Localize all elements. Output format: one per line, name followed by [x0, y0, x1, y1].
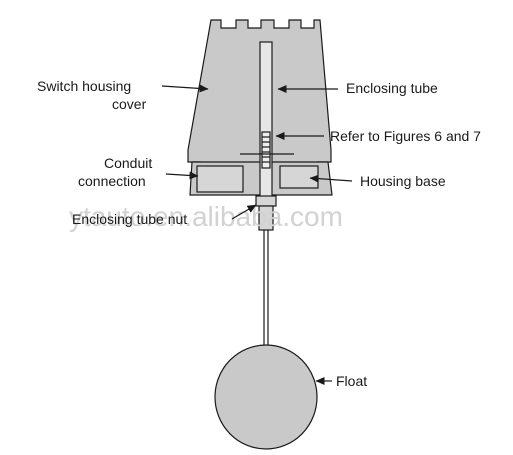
label-conduit-connection-line2: connection [78, 173, 146, 189]
label-switch-housing-cover-line2: cover [112, 96, 147, 112]
inner-mechanism [261, 131, 271, 169]
leader-housing-base [309, 174, 353, 183]
enclosing-tube-neck [258, 205, 274, 231]
enclosing-tube [259, 41, 273, 201]
float [214, 344, 318, 450]
conduit-connection [196, 165, 244, 193]
label-float: Float [336, 373, 367, 389]
leader-switch-housing-cover [161, 84, 209, 93]
watermark: ytauto.en.alibaba.com [69, 201, 343, 232]
label-switch-housing-cover-line1: Switch housing [37, 78, 131, 94]
leader-enclosing-tube-nut [231, 204, 257, 220]
base-right-block [279, 165, 319, 189]
label-refer-figures: Refer to Figures 6 and 7 [330, 128, 481, 144]
label-conduit-connection-line1: Conduit [104, 155, 152, 171]
label-enclosing-tube: Enclosing tube [346, 80, 438, 96]
leader-conduit-connection [165, 171, 199, 180]
label-enclosing-tube-nut: Enclosing tube nut [72, 211, 187, 227]
label-housing-base: Housing base [360, 173, 446, 189]
